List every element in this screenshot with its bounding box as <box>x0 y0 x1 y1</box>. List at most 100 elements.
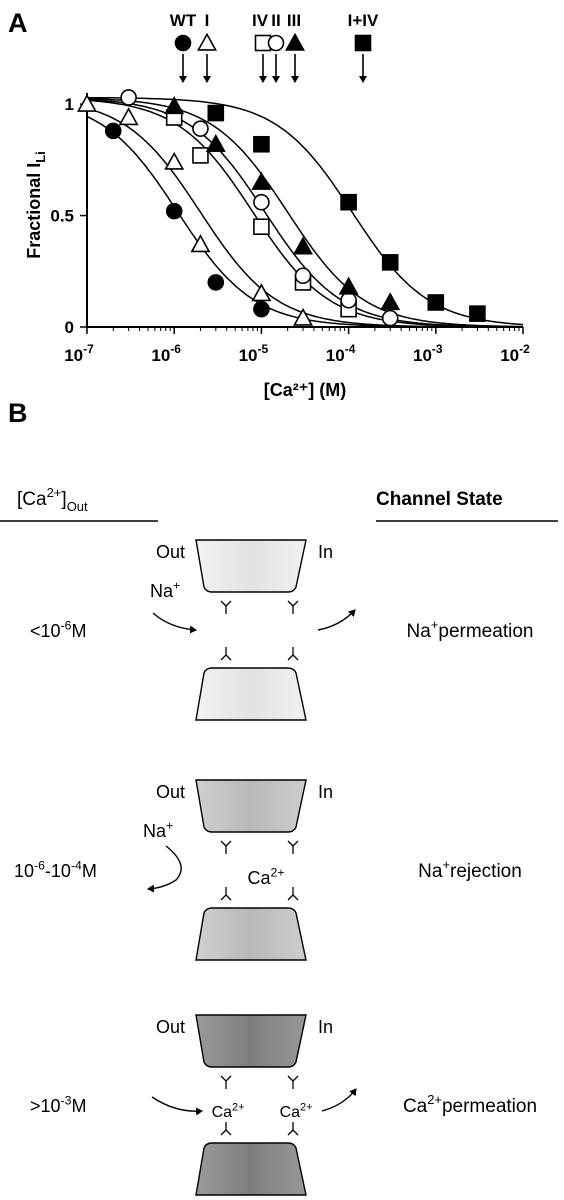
fit-curve-iv <box>86 99 523 328</box>
data-points <box>77 89 486 327</box>
pore-lower-wall <box>195 907 307 961</box>
pore-ion: Ca2+ <box>248 865 285 888</box>
data-point-ii <box>120 89 137 106</box>
legend-marker-i-plus-iv <box>354 34 372 52</box>
data-point-i-plus-iv <box>340 193 357 211</box>
right-header: Channel State <box>376 489 503 510</box>
in-label: In <box>318 782 333 802</box>
channel-state-2: Out In 10-6-10-4M Na+rejection Na+ Ca2+ <box>14 779 522 961</box>
legend-label-iv: IV <box>252 11 269 30</box>
out-label: Out <box>156 1017 185 1037</box>
y-tick-label: 1 <box>65 95 74 114</box>
x-tick-label: 10-6 <box>151 342 181 365</box>
data-point-wt <box>104 122 122 140</box>
data-point-iii <box>380 292 401 311</box>
data-point-i <box>77 93 97 112</box>
fit-curve-ii <box>86 98 523 328</box>
x-tick-label: 10-5 <box>239 342 269 365</box>
x-tick-label: 10-2 <box>500 342 530 365</box>
schematic-headers: [Ca2+]Out Channel State <box>0 485 558 522</box>
y-tick-label: 0 <box>65 318 74 337</box>
chart-axes <box>86 93 523 328</box>
legend-label-i: I <box>205 11 210 30</box>
concentration-label: 10-6-10-4M <box>14 858 97 881</box>
ion-label: Na+ <box>143 818 173 841</box>
data-point-iii <box>338 276 359 295</box>
data-point-ii <box>340 291 357 309</box>
binding-site <box>220 1122 232 1136</box>
legend-label-i-plus-iv: I+IV <box>348 11 379 30</box>
in-label: In <box>318 1017 333 1037</box>
data-point-iv <box>253 218 270 236</box>
binding-site <box>220 840 232 854</box>
data-point-iii <box>205 133 226 152</box>
left-header: [Ca2+]Out <box>17 485 88 514</box>
binding-site <box>287 1122 299 1136</box>
channel-state-label: Na+rejection <box>418 857 522 882</box>
data-point-iii <box>251 171 272 190</box>
ion-entry-arrow <box>151 1096 203 1116</box>
data-point-wt <box>165 202 183 220</box>
y-tick-label: 0.5 <box>50 207 74 226</box>
x-axis-label: [Ca²⁺] (M) <box>264 380 346 400</box>
data-point-ii <box>381 309 399 327</box>
x-tick-label: 10-3 <box>413 342 443 365</box>
data-point-iii <box>164 96 185 115</box>
legend-label-iii: III <box>287 11 301 30</box>
in-label: In <box>318 542 333 562</box>
legend-label-ii: II <box>271 11 280 30</box>
binding-site <box>287 647 299 661</box>
out-label: Out <box>156 782 185 802</box>
data-point-i <box>293 307 313 326</box>
data-point-wt <box>253 300 270 318</box>
data-point-ii <box>253 193 270 211</box>
data-point-i-plus-iv <box>253 135 270 153</box>
fit-curves <box>86 96 524 328</box>
ion-entry-arrow <box>152 612 197 634</box>
binding-site <box>220 647 232 661</box>
channel-state-label: Ca2+permeation <box>403 1092 537 1117</box>
data-point-i <box>190 234 211 253</box>
panel-a-letter: A <box>8 8 28 38</box>
binding-site <box>220 1075 232 1089</box>
ion-label: Na+ <box>150 578 180 601</box>
data-point-i-plus-iv <box>381 254 399 271</box>
binding-site <box>287 887 299 901</box>
fit-curve-i <box>86 107 523 328</box>
legend-marker-iii <box>285 32 305 51</box>
data-point-i-plus-iv <box>207 104 225 122</box>
binding-site <box>287 1075 299 1089</box>
data-point-i <box>251 283 272 302</box>
data-point-i-plus-iv <box>427 294 445 311</box>
pore-lower-wall <box>195 1142 307 1196</box>
out-label: Out <box>156 542 185 562</box>
pore-ion: Ca2+ <box>280 1101 313 1121</box>
legend-label-wt: WT <box>170 11 197 30</box>
pore-upper-wall <box>195 779 307 833</box>
channel-state-3: Out In >10-3M Ca2+permeation Ca2+ Ca2+ <box>30 1014 537 1196</box>
concentration-label: >10-3M <box>30 1093 86 1116</box>
pore-upper-wall <box>195 1014 307 1068</box>
binding-site <box>287 840 299 854</box>
panel-b-letter: B <box>8 398 28 428</box>
pore-lower-wall <box>195 667 307 721</box>
ion-exit-arrow <box>317 609 356 631</box>
data-point-wt <box>207 274 225 291</box>
ion-exit-arrow <box>321 1088 357 1112</box>
binding-site <box>287 600 299 614</box>
concentration-label: <10-6M <box>30 618 86 641</box>
ion-rejected-arrow <box>147 845 182 893</box>
pore-ion: Ca2+ <box>212 1101 245 1121</box>
x-tick-label: 10-7 <box>64 342 94 365</box>
data-point-iv <box>192 147 209 164</box>
binding-site <box>220 600 232 614</box>
legend-marker-wt <box>174 34 192 52</box>
legend-marker-i <box>197 32 217 51</box>
fit-curve-i-plus-iv <box>87 96 524 326</box>
data-point-ii <box>192 120 209 137</box>
